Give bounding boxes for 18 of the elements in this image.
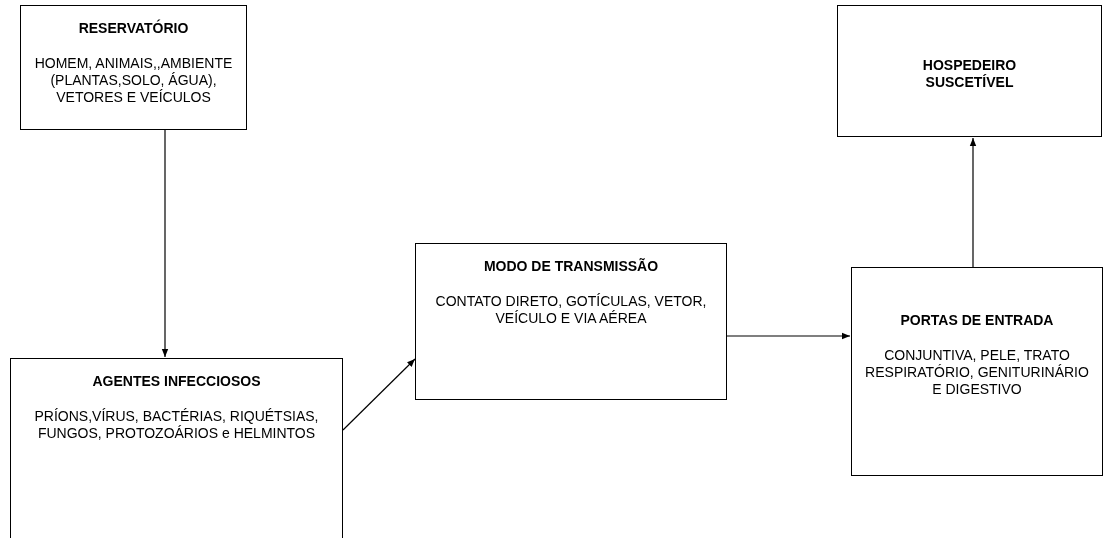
box-heading: HOSPEDEIRO SUSCETÍVEL: [921, 57, 1018, 91]
box-heading: MODO DE TRANSMISSÃO: [482, 258, 660, 275]
arrow: [726, 332, 851, 340]
process-box: [415, 243, 727, 400]
arrow: [161, 129, 169, 358]
process-box: [10, 358, 343, 538]
box-text: CONTATO DIRETO, GOTÍCULAS, VETOR, VEÍCULO E VIA AÉREA: [434, 293, 708, 327]
box-heading: AGENTES INFECCIOSOS: [91, 373, 262, 390]
process-box: [837, 5, 1102, 137]
process-box: [851, 267, 1103, 476]
arrow: [969, 137, 977, 268]
process-box: [20, 5, 247, 130]
box-text: HOMEM, ANIMAIS,,AMBIENTE (PLANTAS,SOLO, ÁGUA), VETORES E VEÍCULOS: [33, 55, 234, 106]
box-text: CONJUNTIVA, PELE, TRATO RESPIRATÓRIO, GENITURINÁRIO E DIGESTIVO: [864, 347, 1090, 398]
box-heading: RESERVATÓRIO: [77, 20, 190, 37]
box-heading: PORTAS DE ENTRADA: [899, 312, 1055, 329]
arrow: [342, 358, 416, 431]
box-text: PRÍONS,VÍRUS, BACTÉRIAS, RIQUÉTSIAS, FUNGOS, PROTOZOÁRIOS e HELMINTOS: [33, 408, 320, 442]
